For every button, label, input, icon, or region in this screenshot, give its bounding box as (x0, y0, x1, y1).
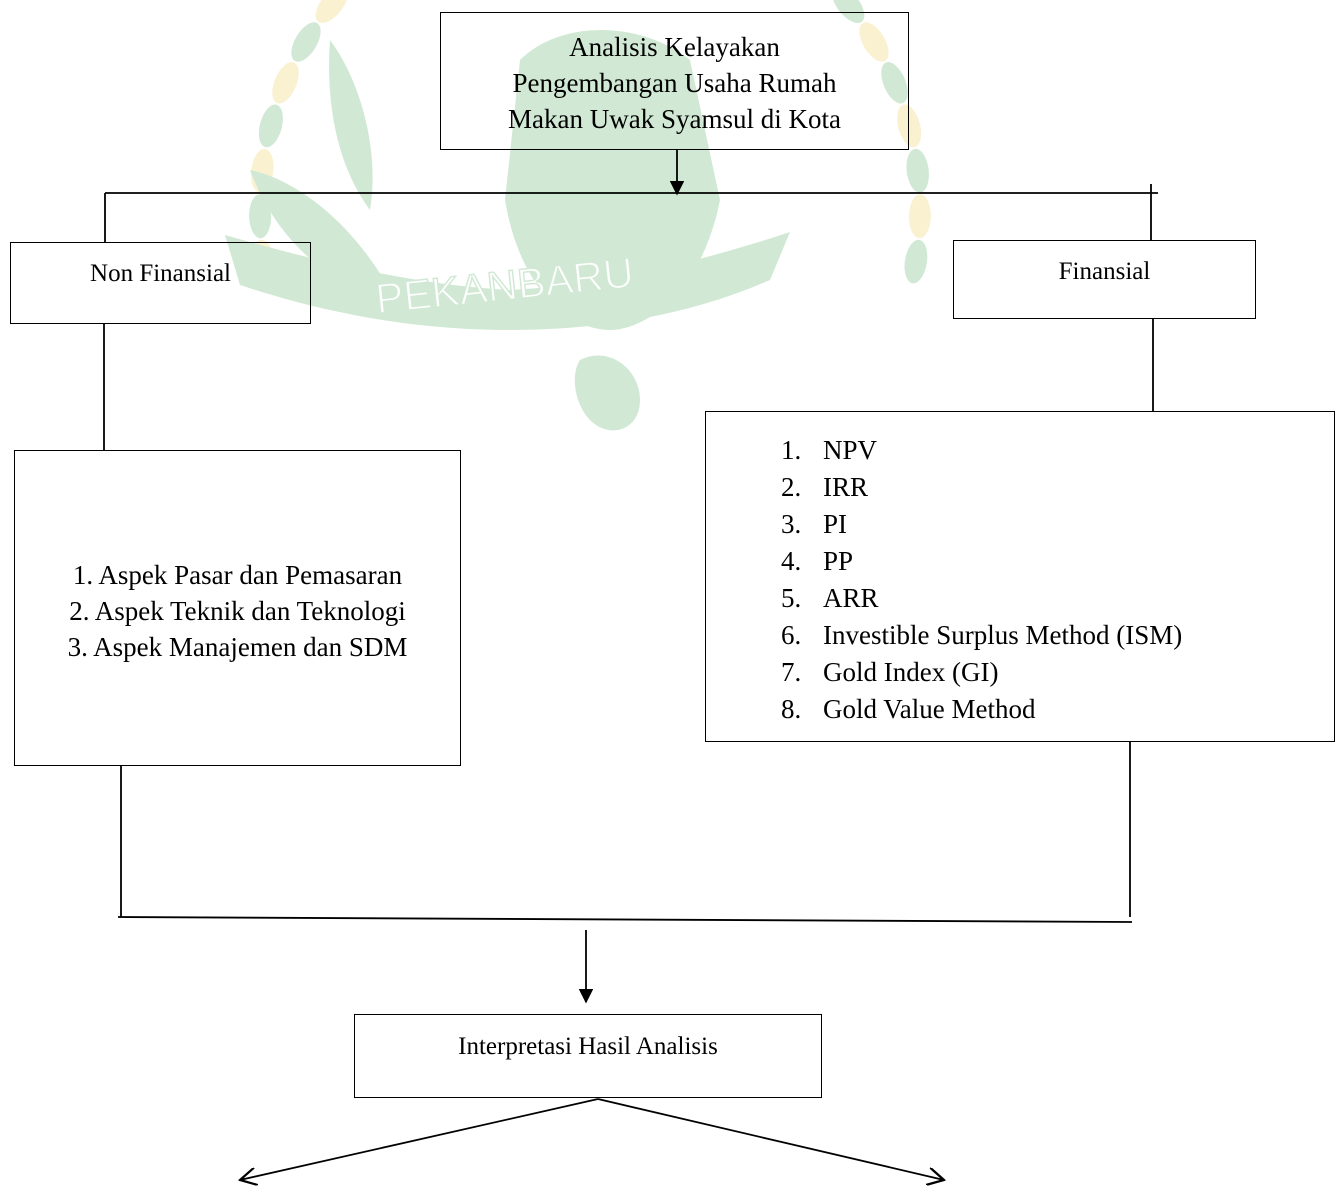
non-finansial-label: Non Finansial (90, 260, 231, 287)
list-item: 4. PP (781, 543, 1182, 580)
finansial-box: Finansial (953, 240, 1256, 319)
title-box: Analisis Kelayakan Pengembangan Usaha Ru… (440, 12, 909, 150)
result-label: Interpretasi Hasil Analisis (458, 1033, 718, 1060)
connector-merge-line (117, 916, 1133, 923)
list-item-label: ARR (823, 583, 879, 613)
list-item-number: 2. (781, 472, 802, 502)
list-item-number: 3. (781, 509, 802, 539)
list-item: 2. Aspek Teknik dan Teknologi (69, 596, 406, 626)
list-item: 2. IRR (781, 469, 1182, 506)
list-item-label: PP (823, 546, 854, 576)
non-finansial-list-box: 1. Aspek Pasar dan Pemasaran 2. Aspek Te… (14, 450, 461, 766)
list-item-number: 1. (781, 435, 802, 465)
non-finansial-box: Non Finansial (10, 242, 311, 324)
list-item: 7. Gold Index (GI) (781, 654, 1182, 691)
list-item: 6. Investible Surplus Method (ISM) (781, 617, 1182, 654)
result-box: Interpretasi Hasil Analisis (354, 1014, 822, 1098)
list-item-number: 5. (781, 583, 802, 613)
list-item-label: Gold Value Method (823, 694, 1036, 724)
list-item-label: IRR (823, 472, 869, 502)
list-item-label: Investible Surplus Method (ISM) (823, 620, 1183, 650)
list-item: 3. Aspek Manajemen dan SDM (67, 632, 408, 662)
list-item: 5. ARR (781, 580, 1182, 617)
list-item: 1. Aspek Pasar dan Pemasaran (72, 560, 403, 590)
finansial-label: Finansial (1058, 258, 1151, 285)
connector-result-left (240, 1098, 599, 1180)
finansial-list: 1. NPV 2. IRR 3. PI 4. PP 5. ARR 6. Investible… (781, 432, 1182, 728)
list-item: 8. Gold Value Method (781, 691, 1182, 728)
non-finansial-list: 1. Aspek Pasar dan Pemasaran 2. Aspek Te… (15, 557, 460, 665)
list-item: 3. PI (781, 506, 1182, 543)
list-item: 1. NPV (781, 432, 1182, 469)
list-item-label: PI (823, 509, 848, 539)
list-item-number: 7. (781, 657, 802, 687)
list-item-label: NPV (823, 435, 878, 465)
connector-result-right (597, 1098, 944, 1180)
title-line-3: Makan Uwak Syamsul di Kota (508, 104, 841, 134)
list-item-number: 4. (781, 546, 802, 576)
list-item-number: 8. (781, 694, 802, 724)
list-item-number: 6. (781, 620, 802, 650)
list-item-label: Gold Index (GI) (823, 657, 999, 687)
title-line-2: Pengembangan Usaha Rumah (512, 68, 837, 98)
title-line-1: Analisis Kelayakan (569, 32, 780, 62)
finansial-list-box: 1. NPV 2. IRR 3. PI 4. PP 5. ARR 6. Investible… (705, 411, 1335, 742)
